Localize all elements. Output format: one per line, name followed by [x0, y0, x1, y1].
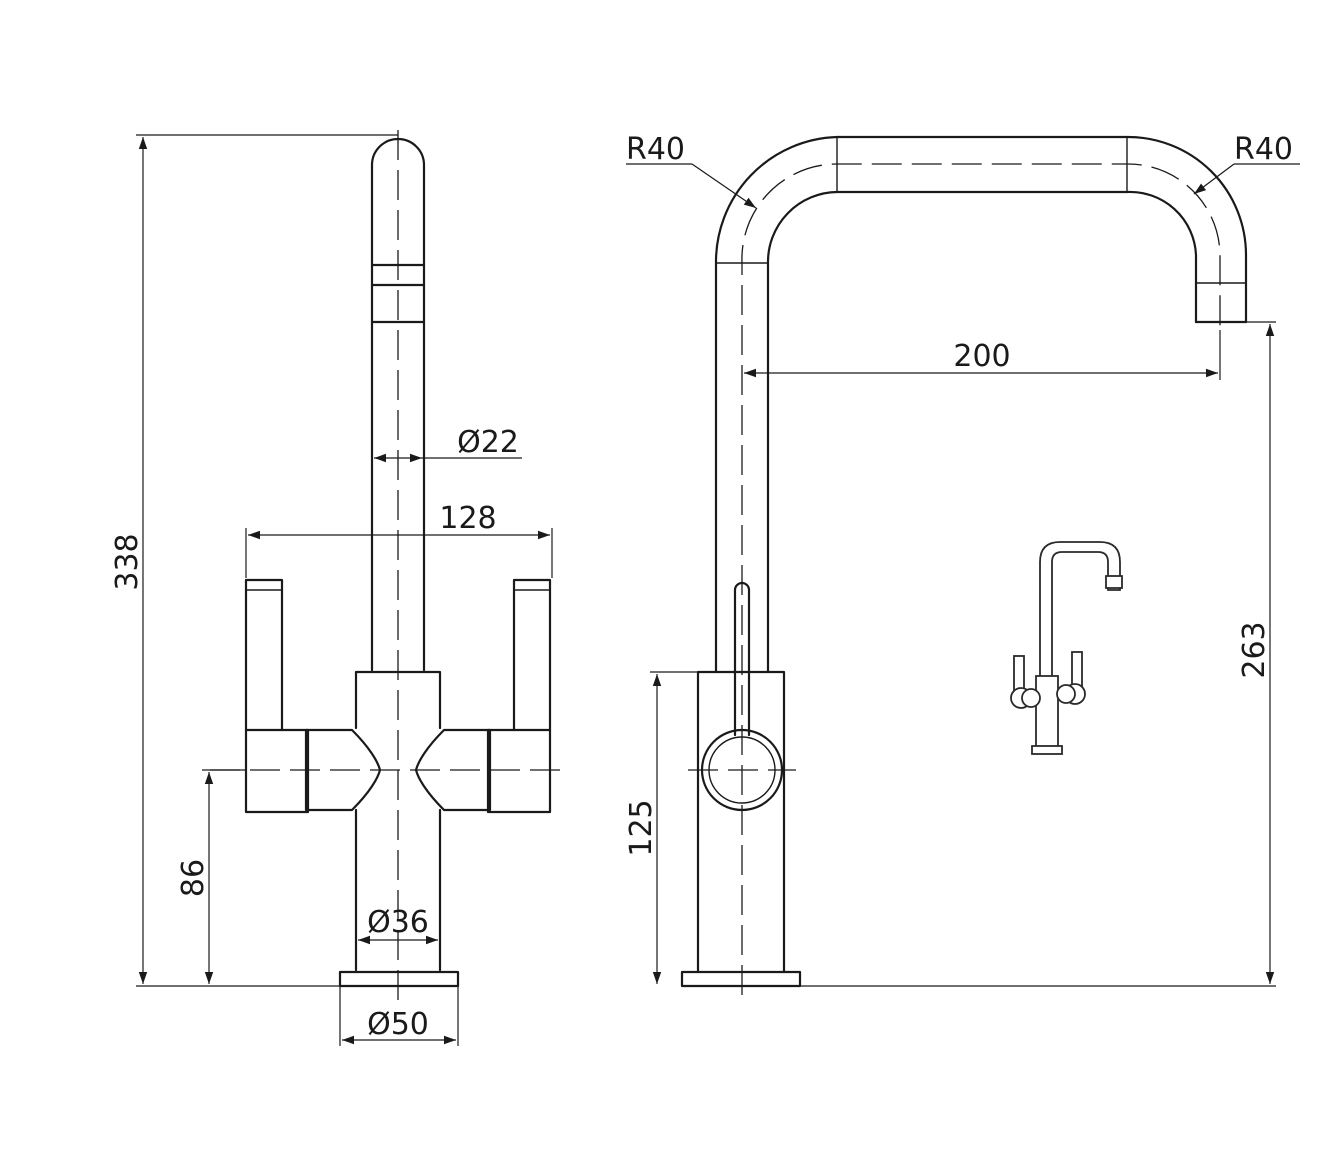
front-base-plate — [338, 970, 460, 988]
front-dimensions: 338 86 128 Ø22 Ø36 Ø50 — [110, 134, 553, 1046]
dim-bend-radius-right: R40 — [1234, 132, 1293, 167]
thumb-right-knob-cap — [1056, 684, 1076, 704]
side-body — [696, 670, 786, 974]
front-right-lever — [512, 578, 552, 732]
front-left-lever — [244, 578, 284, 732]
dim-leader-r40-left — [691, 163, 757, 209]
front-view — [210, 130, 568, 1000]
dim-handle-span: 128 — [439, 501, 496, 536]
thumb-spout — [1039, 541, 1121, 689]
side-view — [680, 135, 1276, 995]
dim-outlet-height: 263 — [1237, 621, 1272, 678]
dim-total-height: 338 — [110, 533, 145, 590]
side-spout-inner — [766, 190, 1198, 674]
thumb-base — [1031, 745, 1063, 755]
thumb-left-knob-cap — [1021, 688, 1041, 708]
thumb-body — [1035, 675, 1059, 749]
dim-spout-reach: 200 — [953, 339, 1010, 374]
side-spout-centerline — [741, 163, 1221, 995]
dim-base-diameter: Ø50 — [367, 1007, 429, 1042]
side-dimensions: R40 R40 200 125 263 — [624, 132, 1300, 984]
side-spout-outer — [714, 135, 1248, 674]
side-lever — [733, 581, 751, 737]
thumb-outlet — [1105, 575, 1123, 589]
dim-spout-diameter: Ø22 — [457, 425, 519, 460]
dim-leader-r40-right — [1193, 163, 1235, 195]
dim-body-diameter: Ø36 — [367, 905, 429, 940]
front-right-handle-hub — [486, 728, 552, 814]
side-base-plate — [680, 970, 802, 988]
dim-handle-height: 86 — [176, 859, 211, 897]
dim-body-height: 125 — [624, 799, 659, 856]
tap-thumbnail — [1010, 541, 1123, 755]
front-left-handle-hub — [244, 728, 310, 814]
dim-bend-radius-left: R40 — [626, 132, 685, 167]
